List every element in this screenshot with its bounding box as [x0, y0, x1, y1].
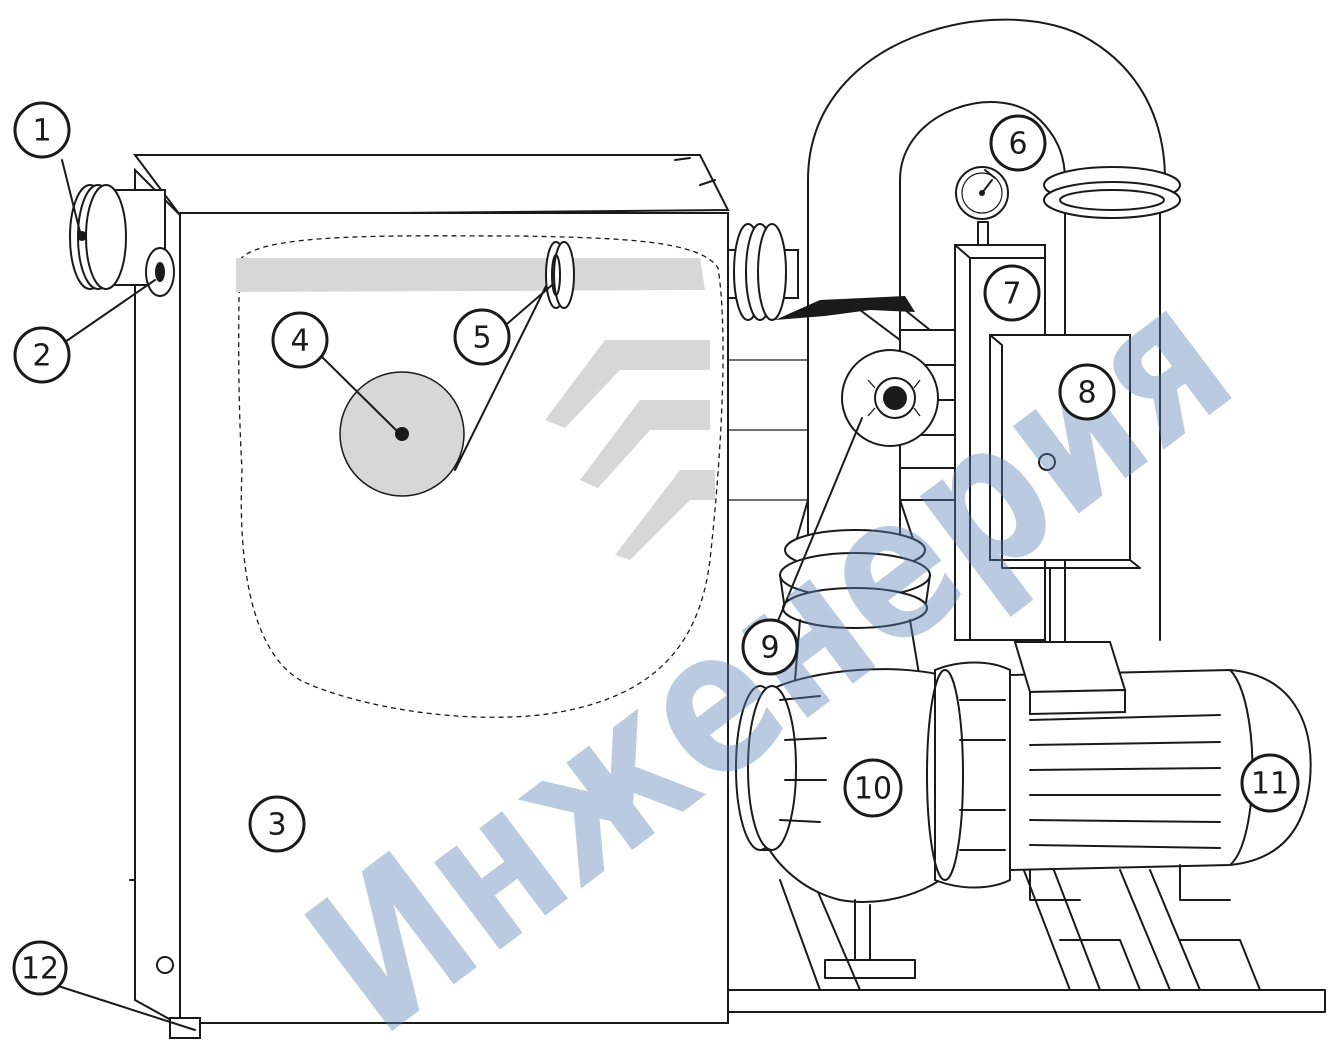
- callout-9: 9: [741, 618, 799, 676]
- pump-bell: [926, 661, 1011, 889]
- svg-text:3: 3: [267, 808, 286, 843]
- callout-4: 4: [271, 311, 329, 369]
- svg-text:7: 7: [1002, 277, 1021, 312]
- leader-lines: [54, 159, 1001, 1031]
- belt: [454, 267, 556, 471]
- callout-2: 2: [13, 326, 71, 384]
- svg-text:1: 1: [32, 114, 51, 149]
- svg-text:10: 10: [854, 772, 892, 807]
- callout-12: 12: [12, 940, 68, 996]
- shaft: [236, 258, 705, 292]
- shaft-coupling: [545, 241, 575, 309]
- callout-6: 6: [989, 114, 1047, 172]
- callout-5: 5: [453, 308, 511, 366]
- pulley: [339, 371, 465, 497]
- callout-8: 8: [1058, 363, 1116, 421]
- cutaway-outline: [238, 235, 724, 718]
- svg-text:11: 11: [1251, 767, 1289, 802]
- callout-1: 1: [13, 101, 71, 159]
- drive-pulley: [727, 223, 799, 321]
- svg-text:6: 6: [1008, 127, 1027, 162]
- svg-text:4: 4: [290, 324, 309, 359]
- callout-7: 7: [983, 264, 1041, 322]
- svg-text:9: 9: [760, 631, 779, 666]
- callout-10: 10: [843, 758, 903, 818]
- pipe-system: [728, 18, 1181, 681]
- bearing: [145, 247, 175, 297]
- electric-motor: [1009, 641, 1312, 901]
- svg-text:8: 8: [1077, 376, 1096, 411]
- svg-text:5: 5: [472, 321, 491, 356]
- svg-text:2: 2: [32, 339, 51, 374]
- callout-3: 3: [248, 795, 306, 853]
- callout-11: 11: [1240, 753, 1300, 813]
- sight-glass: [841, 349, 939, 447]
- base-frame: [727, 849, 1326, 1013]
- lever-arm: [775, 296, 931, 341]
- pressure-gauge: [955, 166, 1009, 246]
- svg-text:12: 12: [21, 952, 59, 987]
- internal-elements: [545, 340, 715, 560]
